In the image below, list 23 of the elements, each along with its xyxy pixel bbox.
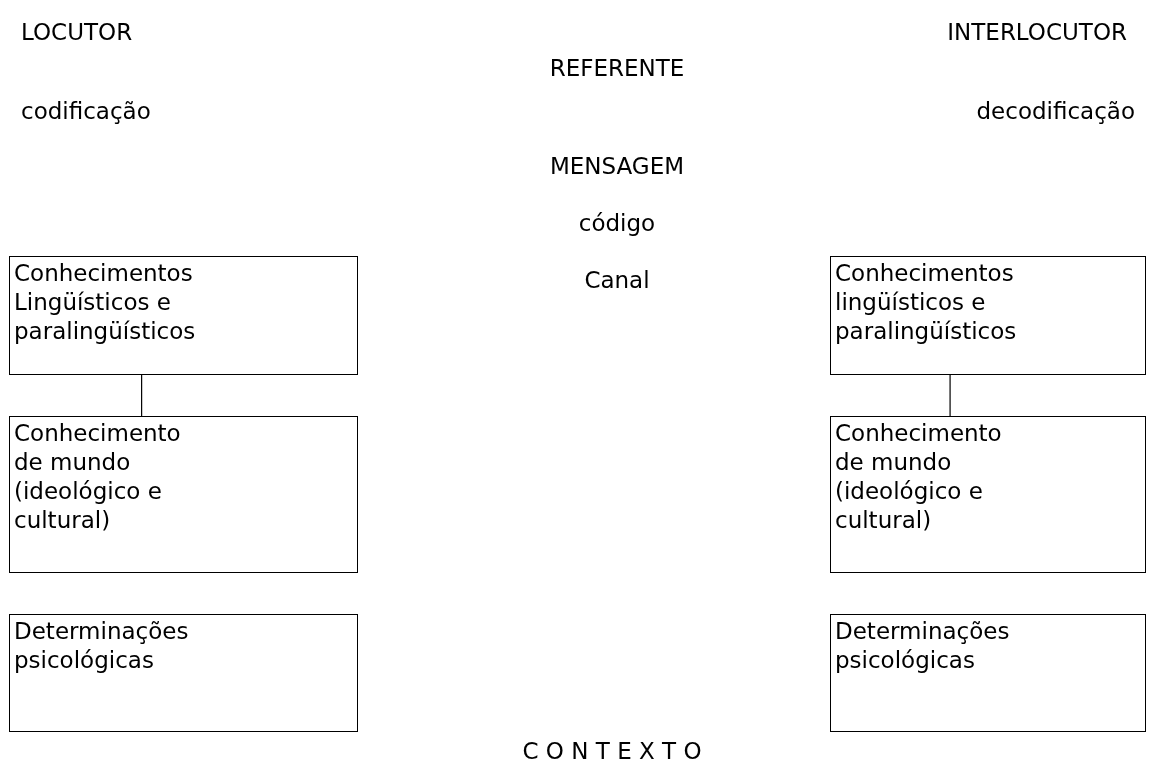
diagram-label: LOCUTOR: [21, 18, 133, 47]
box-text: Conhecimento de mundo (ideológico e cultural): [835, 419, 1003, 535]
diagram-label: decodificação: [976, 97, 1135, 126]
diagram-label: INTERLOCUTOR: [947, 18, 1127, 47]
box-text: Conhecimentos Lingüísticos e paralingüísticos: [14, 259, 197, 346]
diagram-label: C O N T E X T O: [522, 737, 702, 766]
diagram-label: Canal: [584, 266, 650, 295]
text-box: [830, 416, 1146, 573]
box-text: Determinações psicológicas: [835, 617, 1011, 675]
text-box: [830, 614, 1146, 732]
connector-line: [141, 374, 143, 417]
text-box: [9, 416, 358, 573]
diagram-label: codificação: [21, 97, 151, 126]
diagram-label: código: [578, 209, 656, 238]
connector-line: [949, 374, 951, 417]
diagram-label: REFERENTE: [549, 54, 685, 83]
box-text: Determinações psicológicas: [14, 617, 190, 675]
text-box: [9, 614, 358, 732]
text-box: [830, 256, 1146, 375]
box-text: Conhecimento de mundo (ideológico e cultural): [14, 419, 182, 535]
box-text: Conhecimentos lingüísticos e paralingüísticos: [835, 259, 1018, 346]
diagram-label: MENSAGEM: [549, 152, 685, 181]
text-box: [9, 256, 358, 375]
